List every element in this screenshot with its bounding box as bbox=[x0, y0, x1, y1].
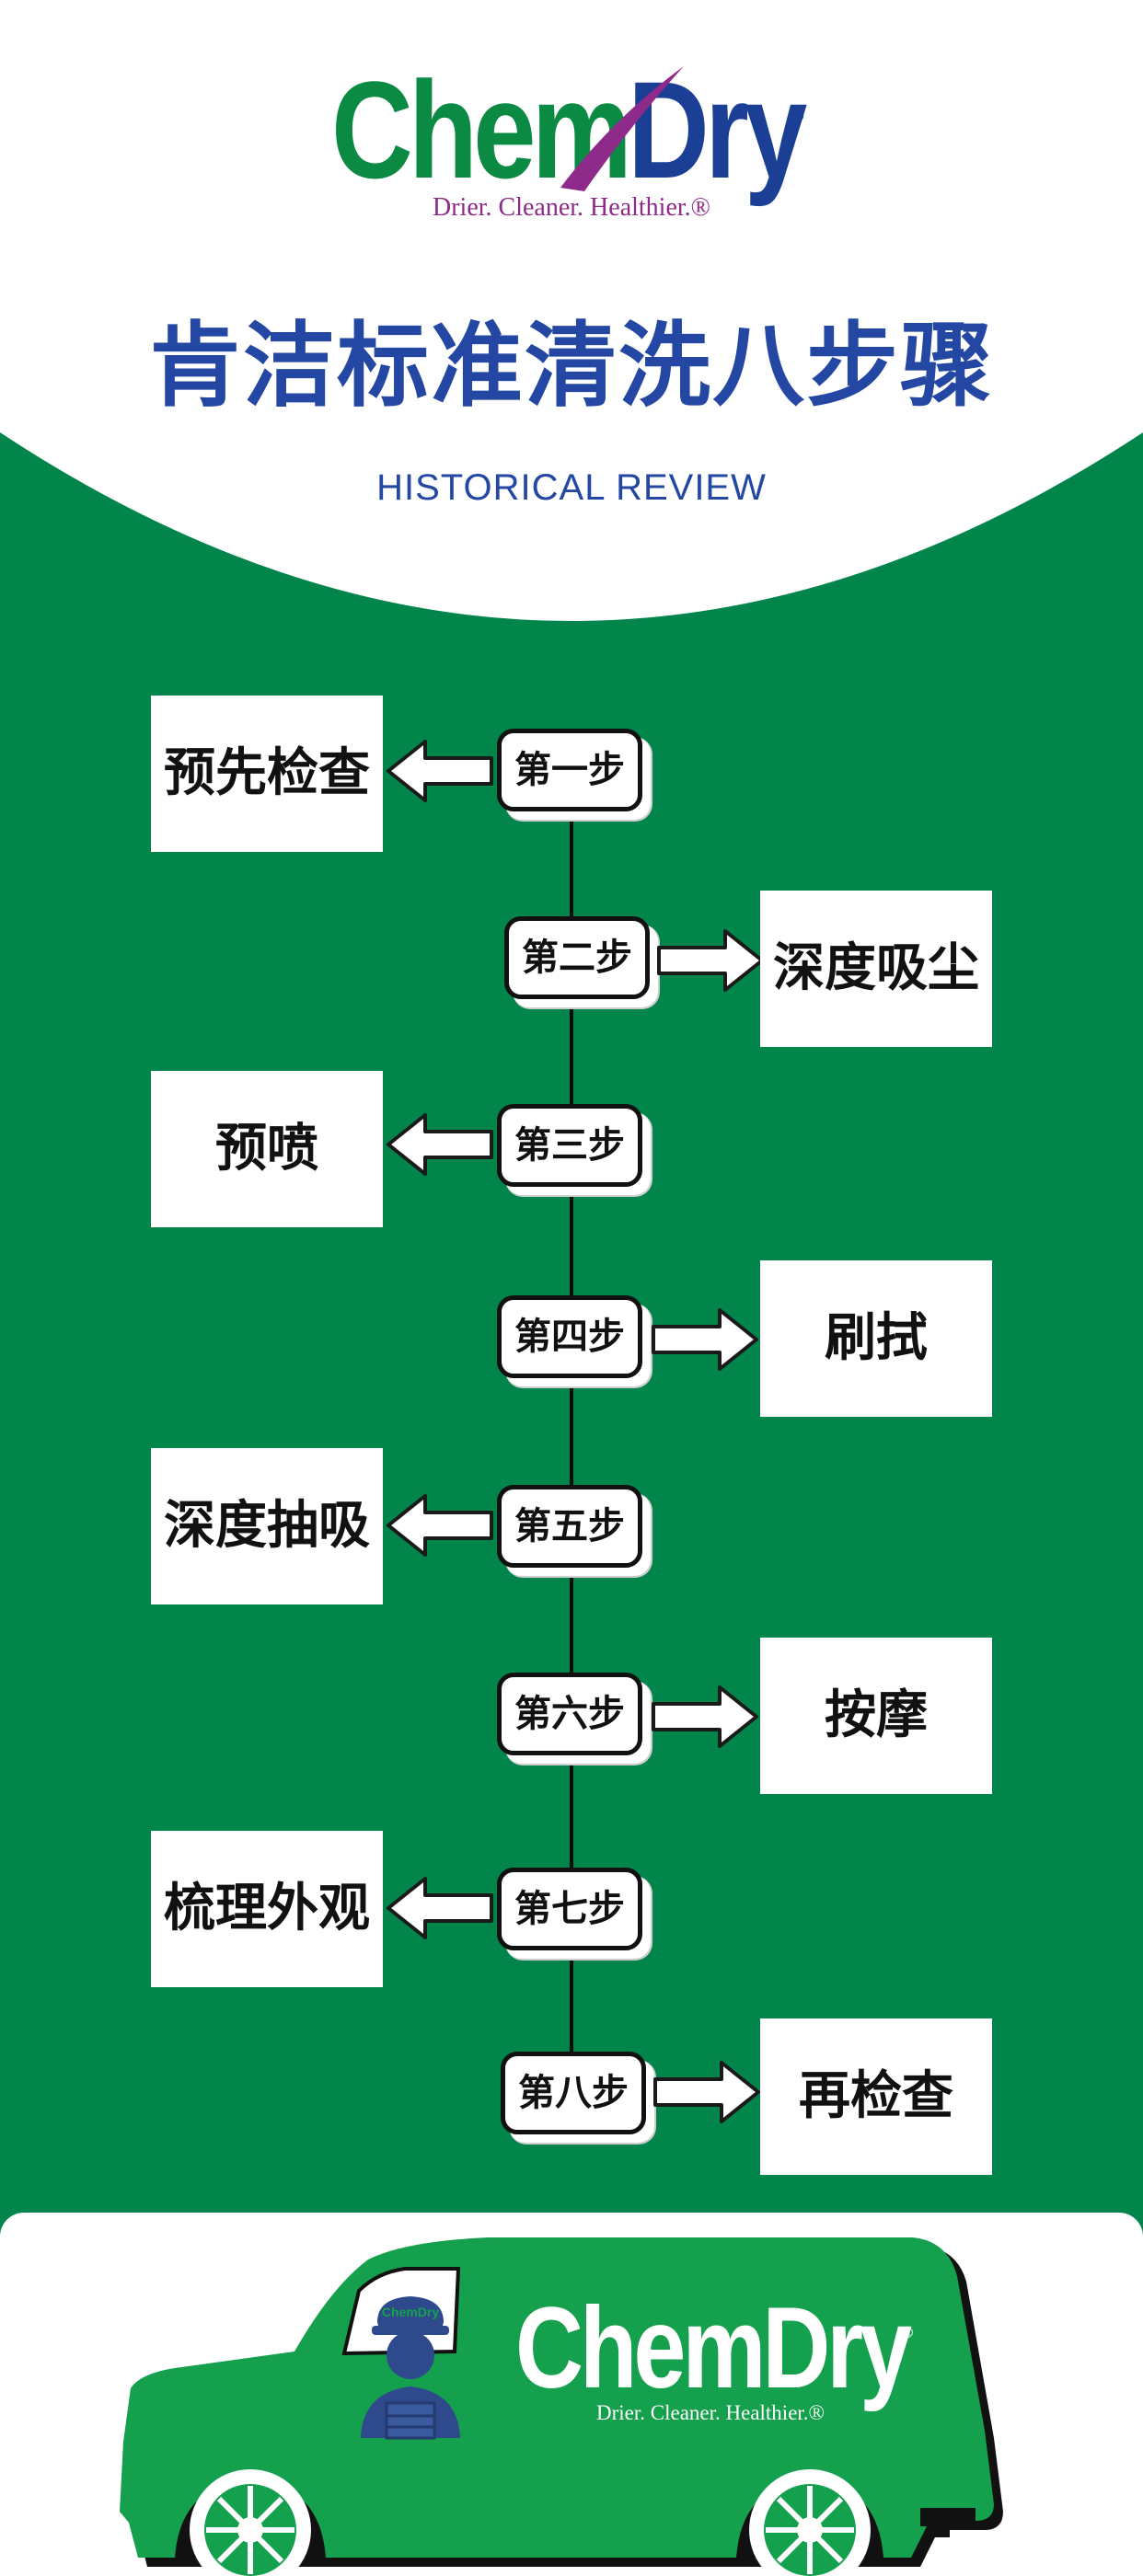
arrow-left-icon bbox=[387, 1113, 493, 1176]
step-8-pill: 第八步 bbox=[501, 2052, 646, 2134]
logo-swoosh-icon bbox=[560, 66, 684, 191]
van-body bbox=[120, 2237, 994, 2558]
wheel-icon bbox=[190, 2469, 311, 2576]
arrow-right-icon bbox=[657, 929, 764, 992]
step-7-action-box: 梳理外观 bbox=[151, 1831, 383, 1987]
step-6-action-box: 按摩 bbox=[760, 1638, 992, 1794]
arrow-right-icon bbox=[652, 1685, 758, 1748]
van-logo: ChemDry ® Drier. Cleaner. Healthier.® bbox=[515, 2291, 915, 2429]
brand-tagline: Drier. Cleaner. Healthier.® bbox=[433, 193, 710, 222]
arrow-left-icon bbox=[387, 1877, 493, 1939]
van-tagline: Drier. Cleaner. Healthier.® bbox=[596, 2401, 826, 2424]
step-1-action-box: 预先检查 bbox=[151, 696, 383, 852]
arrow-right-icon bbox=[652, 1308, 758, 1371]
technician-icon bbox=[361, 2296, 460, 2440]
brand-name-dry: Dry bbox=[628, 52, 807, 207]
page-subtitle: HISTORICAL REVIEW bbox=[376, 467, 767, 508]
step-8-action-box: 再检查 bbox=[760, 2018, 992, 2175]
step-7-pill: 第七步 bbox=[497, 1868, 642, 1950]
brand-registered-mark: ® bbox=[788, 105, 806, 127]
page-title: 肯洁标准清洗八步骤 bbox=[149, 312, 994, 420]
step-4-pill: 第四步 bbox=[497, 1295, 642, 1378]
step-5-action-box: 深度抽吸 bbox=[151, 1448, 383, 1604]
arrow-left-icon bbox=[387, 740, 493, 802]
brand-logo: ChemDry ® Drier. Cleaner. Healthier.® bbox=[331, 61, 828, 236]
van-name-dry: Dry bbox=[762, 2284, 912, 2412]
step-2-pill: 第二步 bbox=[504, 916, 650, 999]
step-5-pill: 第五步 bbox=[497, 1485, 642, 1568]
van-registered-mark: ® bbox=[900, 2324, 915, 2341]
technician-badge: ChemDry bbox=[382, 2305, 439, 2319]
step-1-pill: 第一步 bbox=[497, 729, 642, 811]
step-4-action-box: 刷拭 bbox=[760, 1260, 992, 1417]
wheel-icon bbox=[749, 2469, 871, 2576]
step-6-pill: 第六步 bbox=[497, 1673, 642, 1755]
step-3-pill: 第三步 bbox=[497, 1104, 642, 1187]
step-3-action-box: 预喷 bbox=[151, 1071, 383, 1227]
arrow-left-icon bbox=[387, 1494, 493, 1557]
step-2-action-box: 深度吸尘 bbox=[760, 891, 992, 1047]
van-icon: ChemDry bbox=[120, 2237, 1003, 2576]
van-logo-wordmark: ChemDry bbox=[515, 2291, 912, 2406]
brand-logo-wordmark: ChemDry bbox=[331, 61, 807, 199]
van-name-chem: Chem bbox=[515, 2284, 766, 2412]
arrow-right-icon bbox=[653, 2061, 760, 2123]
